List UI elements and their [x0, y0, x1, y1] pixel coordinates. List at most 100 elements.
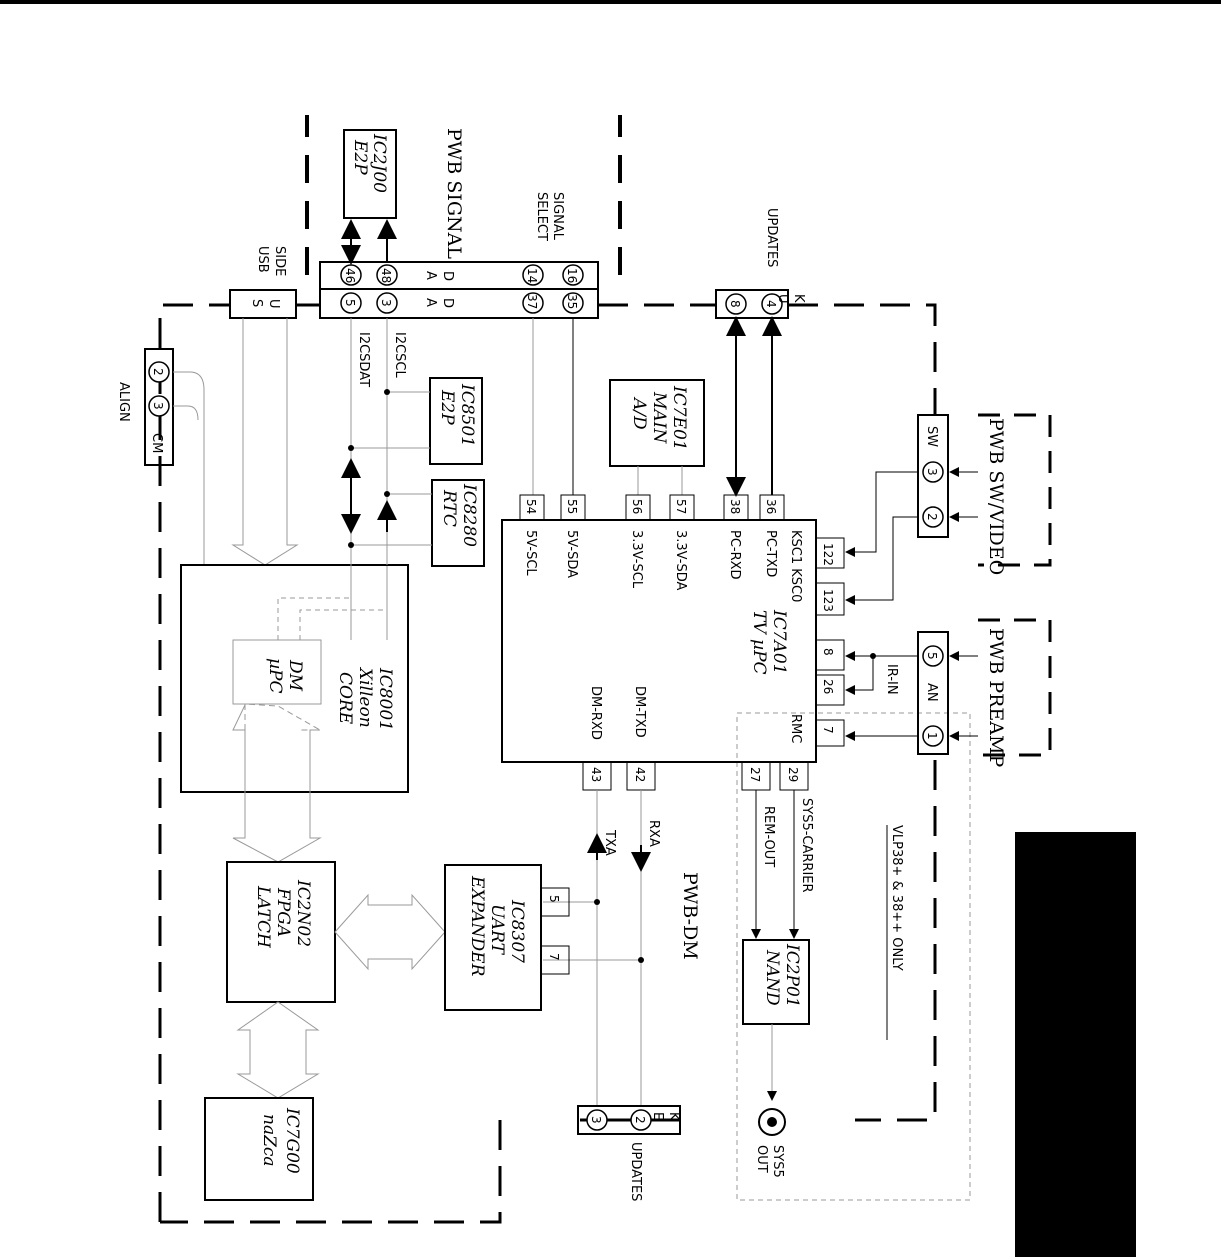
i2cscl-label: I2CSCL [392, 332, 407, 379]
txa-rxa-arrows [587, 833, 651, 872]
sig-rxa: RXA [646, 820, 661, 847]
updates-top-pin-8: 8 [728, 300, 742, 308]
sw-pin-3: 3 [925, 468, 939, 476]
ir-junction [870, 653, 876, 659]
nand-inputs [751, 790, 799, 939]
ic2p01-sub: NAND [762, 949, 782, 1006]
signal-code-d1: D [440, 271, 455, 281]
ic2p01-box [742, 939, 810, 1025]
align-pins [148, 361, 170, 417]
upc-pin-29: 29 [786, 767, 800, 782]
an-pin-1: 1 [925, 732, 939, 740]
upc-pin-26: 26 [821, 679, 835, 694]
uart-pin-7: 7 [547, 953, 561, 961]
ic2j00-box [343, 129, 397, 219]
vlp-note: VLP38+ & 38++ ONLY [889, 825, 904, 971]
ic8280-name: IC8280 [459, 483, 479, 547]
signal-pin-16: 16 [565, 268, 579, 283]
sw-code: SW [924, 426, 939, 447]
sw-to-upc-wires [845, 471, 918, 741]
ic8501-box [429, 377, 483, 465]
ic7g00-box [204, 1097, 314, 1201]
ic2n02-name: IC2N02 [293, 879, 313, 947]
i2c-junctions [348, 389, 390, 548]
updates-top-pins [725, 293, 783, 315]
ic8307-sub2: EXPANDER [467, 875, 487, 977]
ic8307-sub1: UART [487, 904, 507, 956]
ic2n02-sub1: FPGA [273, 887, 293, 937]
signal-code-a1: A [423, 271, 438, 280]
updates-bottom-pin-2: 2 [633, 1116, 647, 1124]
signal-pins [340, 264, 584, 314]
ic8001-sub1: Xilleon [355, 666, 375, 728]
ic7a01-sub: TV µPC [749, 610, 769, 675]
upc-pin-38: 38 [728, 499, 742, 514]
upc-top-pin-boxes [519, 494, 785, 521]
upc-bottom-pin-boxes [582, 761, 809, 791]
signal-code-a2: A [423, 298, 438, 307]
align-connector [144, 348, 174, 466]
ic8501-name: IC8501 [457, 383, 477, 447]
ic8307-box [444, 864, 542, 1011]
pwb-swvideo-outline [978, 413, 1052, 567]
ic2j00-name: IC2J00 [369, 133, 389, 193]
upc-pin-43: 43 [589, 767, 603, 782]
ic2p01-name: IC2P01 [782, 943, 802, 1008]
updates-bottom-code-e: E [650, 1112, 665, 1120]
upc-pin-56: 56 [630, 499, 644, 514]
ic2j00-sub: E2P [350, 139, 370, 175]
sig-ksc: KSC1 KSC0 [788, 530, 803, 602]
sig-ir-in: IR-IN [884, 664, 899, 695]
sig-33v-sda: 3.3V-SDA [673, 530, 688, 591]
pwb-signal-label: PWB SIGNAL [443, 128, 465, 259]
ic8280-box [431, 479, 485, 567]
uart-pin-boxes [540, 887, 570, 975]
sig-dm-rxd: DM-RXD [588, 686, 603, 740]
upc-pin-42: 42 [633, 767, 647, 782]
sys5-out-1: SYS5 [770, 1145, 785, 1178]
sw-inputs [949, 467, 978, 522]
upc-right-pin-boxes [815, 537, 845, 747]
pwb-signal-outline [305, 115, 622, 275]
signal-pin-5: 5 [343, 299, 357, 307]
sig-pc-txd: PC-TXD [763, 530, 778, 577]
txa-rxa-wires [543, 790, 642, 1106]
dm-upc-sub: µPC [265, 658, 285, 694]
upc-pin-54: 54 [524, 499, 538, 514]
sw-connector [917, 414, 949, 538]
ic8501-sub: E2P [437, 389, 457, 425]
sig-sys5-carrier: SYS5-CARRIER [799, 798, 814, 893]
updates-top-label: UPDATES [764, 208, 779, 267]
align-label: ALIGN [116, 382, 131, 422]
sig-5v-sda: 5V-SDA [564, 530, 579, 578]
dm-upc-name: DM [285, 659, 305, 692]
side-usb-label-1: SIDE [272, 246, 287, 276]
upc-pin-8: 8 [821, 648, 835, 656]
pwb-preamp-outline [978, 618, 1052, 757]
ic7e01-sub2: A/D [629, 396, 649, 430]
ic8280-sub: RTC [439, 489, 459, 527]
updates-bottom-label: UPDATES [628, 1142, 643, 1201]
signal-pin-14: 14 [525, 268, 539, 283]
an-pin-5: 5 [925, 652, 939, 660]
upc-pin-27: 27 [748, 767, 762, 782]
an-inputs [949, 651, 978, 741]
updates-bottom-connector [577, 1105, 681, 1135]
align-pin-2: 2 [151, 368, 165, 376]
updates-top-connector [715, 289, 789, 319]
an-connector [917, 631, 949, 755]
signal-code-d2: D [440, 298, 455, 308]
ic7e01-sub1: MAIN [649, 391, 669, 444]
sig-pc-rxd: PC-RXD [727, 530, 742, 580]
ic2n02-sub2: LATCH [253, 885, 273, 949]
core-fpga-bus [232, 704, 322, 863]
signal-select-label-1: SIGNAL [550, 192, 565, 241]
sw-pins [922, 461, 944, 528]
ic8001-box [180, 564, 409, 793]
updates-bottom-code-k: K [666, 1112, 681, 1121]
section-tab [1015, 832, 1136, 1257]
align-code: CM [149, 433, 164, 453]
upc-pin-7: 7 [821, 726, 835, 734]
pwb-preamp-label: PWB PREAMP [985, 628, 1007, 767]
sig-33v-scl: 3.3V-SCL [629, 530, 644, 589]
